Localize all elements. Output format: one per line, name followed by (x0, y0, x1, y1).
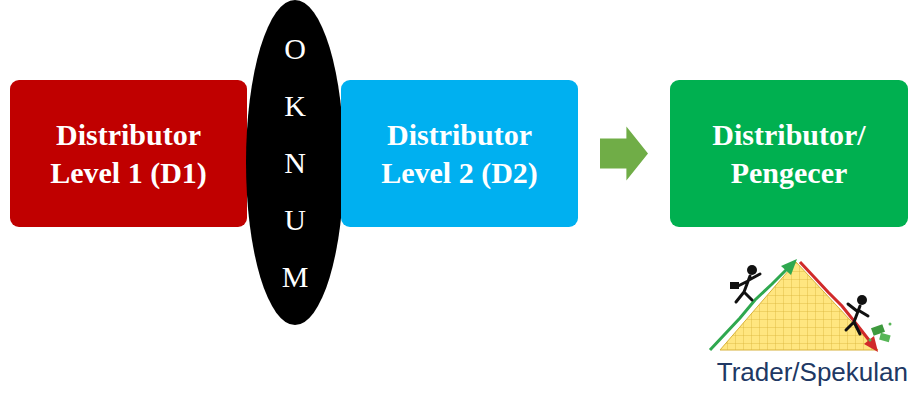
falling-line (800, 262, 872, 344)
money-bills (869, 323, 892, 343)
oknum-oval: OKNUM (246, 0, 344, 325)
falling-head (864, 336, 878, 352)
box-label: Distributor Level 2 (D2) (351, 116, 568, 192)
price-mountain (720, 262, 878, 350)
rising-line (710, 266, 790, 350)
climbing-figure (730, 265, 760, 302)
falling-figure (846, 295, 868, 334)
oval-shape (246, 0, 344, 325)
caption-label: Trader/Spekulan (717, 357, 908, 388)
box-label: Distributor/ Pengecer (680, 116, 898, 192)
rising-head (781, 259, 797, 275)
box-label: Distributor Level 1 (D1) (20, 116, 237, 192)
vertical-label: OKNUM (280, 20, 310, 305)
retailer-box: Distributor/ Pengecer (670, 80, 908, 227)
distributor-box: Distributor Level 2 (D2) (341, 80, 578, 227)
distributor-box: Distributor Level 1 (D1) (10, 80, 247, 227)
block-arrow (600, 127, 648, 181)
